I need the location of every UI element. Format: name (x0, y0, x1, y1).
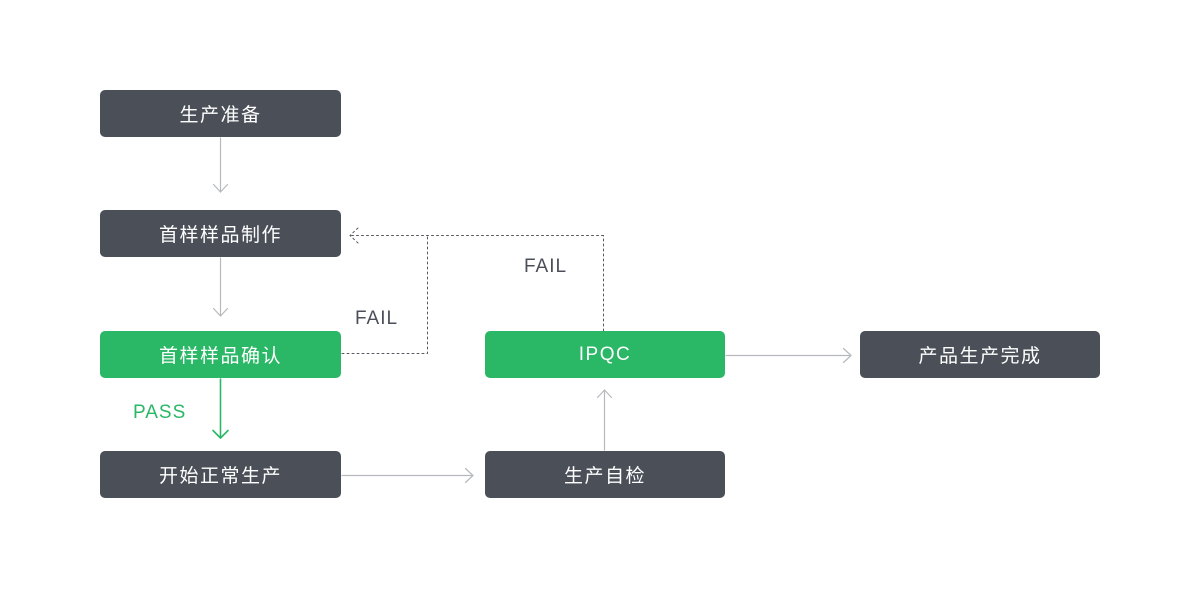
dotted-fail-confirm-to-junction (341, 235, 428, 354)
arrowhead-down-green (212, 429, 229, 439)
node-production-prep: 生产准备 (100, 90, 341, 137)
node-sample-confirm: 首样样品确认 (100, 331, 341, 378)
arrowhead-down-1 (212, 183, 229, 193)
edge-label-fail-upper: FAIL (524, 256, 568, 277)
node-production-done: 产品生产完成 (860, 331, 1100, 378)
node-self-inspection: 生产自检 (485, 451, 725, 498)
node-sample-making: 首样样品制作 (100, 210, 341, 257)
edge-label-fail-left: FAIL (355, 308, 399, 329)
edge-label-pass: PASS (133, 402, 187, 423)
arrowhead-down-2 (212, 307, 229, 317)
node-ipqc: IPQC (485, 331, 725, 378)
arrowhead-up-1 (596, 389, 613, 399)
arrowhead-left-dotted (349, 227, 359, 244)
node-normal-production: 开始正常生产 (100, 451, 341, 498)
arrowhead-right-2 (842, 347, 852, 364)
arrowhead-right-1 (464, 467, 474, 484)
